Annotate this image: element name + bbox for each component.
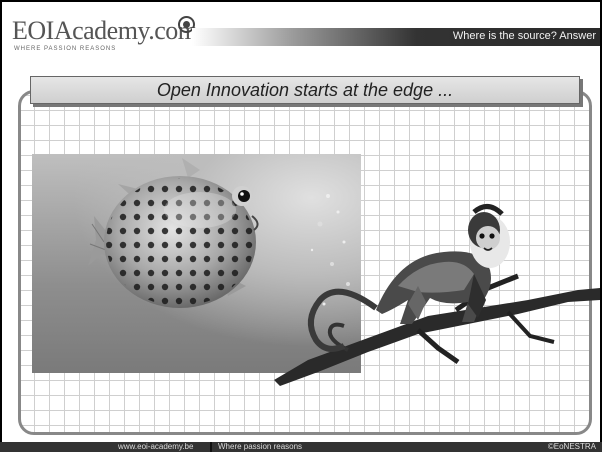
source-link[interactable]: Where is the source? Answer: [452, 30, 596, 42]
footer-url[interactable]: www.eoi-academy.be: [118, 442, 194, 451]
logo-tagline: WHERE PASSION REASONS: [14, 46, 117, 52]
monkey-illustration: [268, 190, 600, 390]
pufferfish-illustration: [88, 158, 350, 308]
slide-title: Open Innovation starts at the edge ...: [156, 80, 454, 100]
slide: EOIAcademy.com WHERE PASSION REASONS Whe…: [2, 2, 600, 442]
footer: www.eoi-academy.be Where passion reasons…: [0, 442, 602, 452]
header: EOIAcademy.com WHERE PASSION REASONS Whe…: [2, 2, 600, 64]
title-box: Open Innovation starts at the edge ...: [30, 76, 580, 104]
footer-copyright: ©EoNESTRA: [547, 442, 596, 451]
registered-mark-icon: [178, 16, 195, 33]
footer-tagline: Where passion reasons: [218, 442, 303, 451]
header-bar: Where is the source? Answer: [192, 28, 600, 46]
logo[interactable]: EOIAcademy.com: [12, 16, 198, 45]
footer-divider: [210, 442, 212, 452]
pufferfish-photo: [32, 154, 361, 373]
